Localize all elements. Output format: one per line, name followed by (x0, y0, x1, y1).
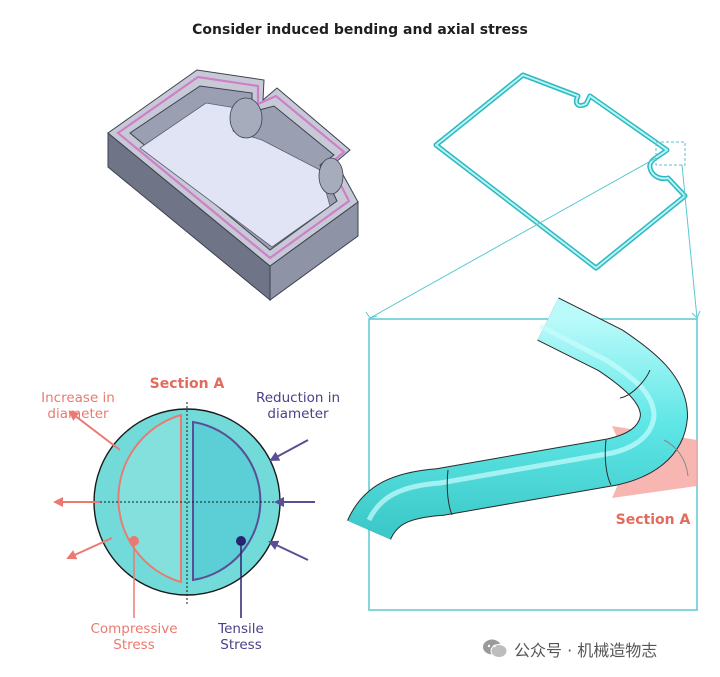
increase-line2: diameter (47, 406, 109, 422)
increase-line1: Increase in (41, 390, 115, 406)
reduction-arrow-top (269, 439, 309, 461)
tensile-line1: Tensile (218, 621, 264, 637)
reduction-arrow-bottom (268, 540, 309, 561)
figure-title: Consider induced bending and axial stres… (192, 22, 528, 38)
section-a-diagram (92, 402, 284, 605)
watermark: 公众号 · 机械造物志 (482, 637, 657, 661)
zoom-arrow-right (691, 310, 701, 319)
compressive-stress-label: Compressive Stress (82, 621, 186, 653)
increase-in-diameter-label: Increase in diameter (28, 390, 128, 422)
section-a-label-zoom: Section A (615, 512, 691, 528)
increase-arrow-bottom (66, 537, 113, 560)
reduction-line2: diameter (267, 406, 329, 422)
zoomed-tube (347, 297, 697, 541)
housing-part-3d (107, 69, 359, 302)
wechat-icon (483, 639, 508, 658)
increase-arrow-top (68, 410, 121, 451)
reduction-in-diameter-label: Reduction in diameter (246, 390, 350, 422)
tensile-line2: Stress (220, 637, 262, 653)
zoom-arrow-left (365, 311, 378, 319)
tensile-stress-label: Tensile Stress (204, 621, 278, 653)
zoom-line-right (681, 164, 698, 319)
compressive-line1: Compressive (90, 621, 178, 637)
zoom-line-left (369, 157, 657, 319)
watermark-text: 公众号 · 机械造物志 (514, 641, 658, 660)
reduction-line1: Reduction in (255, 390, 341, 406)
gasket-outline-3d (433, 72, 688, 271)
compressive-line2: Stress (113, 637, 155, 653)
section-a-label: Section A (149, 376, 225, 392)
